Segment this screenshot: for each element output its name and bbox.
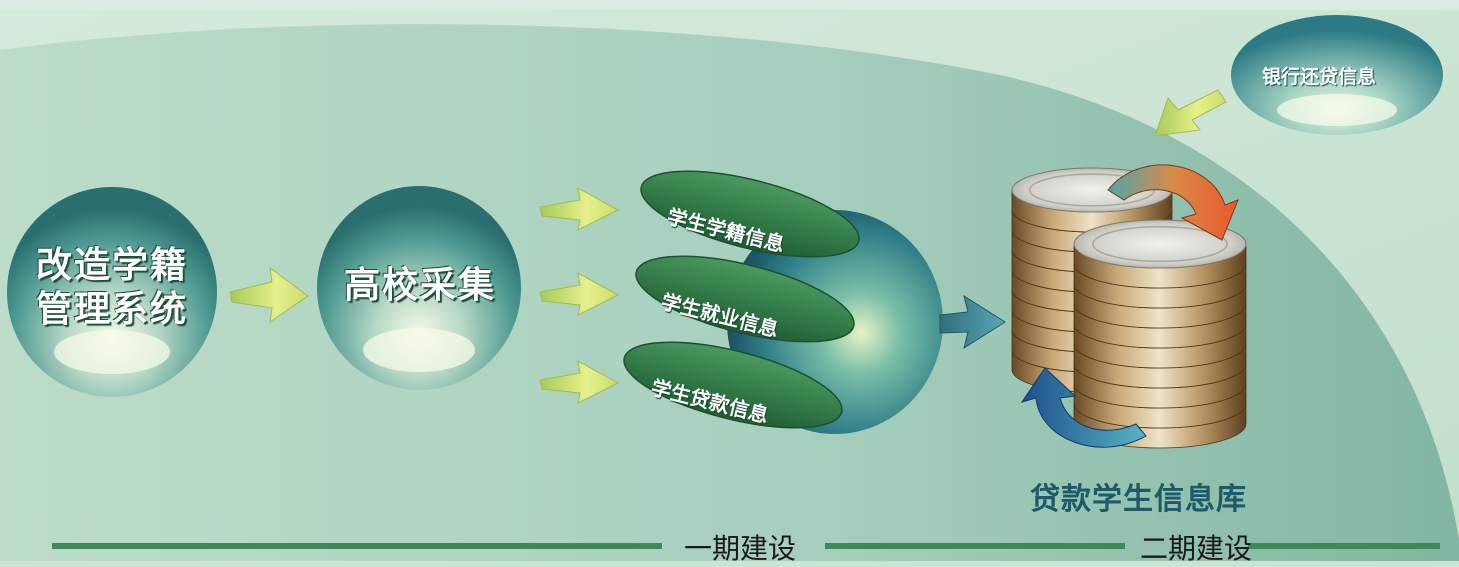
bank-repay-label: 银行还贷信息 xyxy=(1262,66,1377,88)
arrow-from-bank-icon xyxy=(1154,89,1227,137)
top-band xyxy=(0,0,1459,10)
college-collect-sphere xyxy=(317,186,521,390)
arrow-right-1-icon xyxy=(229,266,309,324)
pill-student-employment xyxy=(635,255,855,343)
sync-arrow-blue-icon xyxy=(1020,367,1147,448)
sync-arrow-orange-icon xyxy=(1107,164,1239,241)
reform-system-label: 改造学籍 管理系统 xyxy=(12,244,212,332)
database-stack-front xyxy=(1073,219,1247,449)
phase1-label: 一期建设 xyxy=(684,532,797,565)
reform-system-sphere xyxy=(7,187,217,397)
coin-top-ring xyxy=(1092,225,1228,263)
reform-system-line2: 管理系统 xyxy=(35,289,188,330)
phase2-bar-right xyxy=(1248,543,1440,549)
phase1-bar-left xyxy=(52,543,662,549)
reform-system-line1: 改造学籍 xyxy=(35,245,188,286)
pill-student-loan xyxy=(623,341,843,429)
arrow-right-2-icon xyxy=(539,187,620,231)
phase2-label: 二期建设 xyxy=(1140,532,1253,565)
database-label: 贷款学生信息库 xyxy=(1030,482,1247,517)
arrow-right-3-icon xyxy=(539,272,620,316)
phase1-bar-right xyxy=(825,543,1125,549)
pill-student-status xyxy=(640,170,860,258)
college-collect-label: 高校采集 xyxy=(343,265,496,306)
coin-top xyxy=(1073,219,1247,269)
arrow-right-4-icon xyxy=(539,360,620,404)
bank-repay-sphere xyxy=(1231,15,1443,135)
arrow-to-database-icon xyxy=(939,294,1006,350)
